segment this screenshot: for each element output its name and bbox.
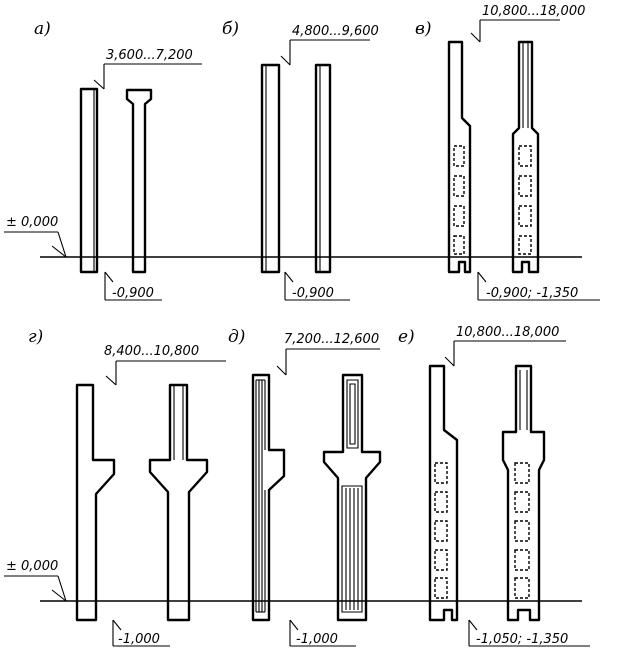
column-b-front-view: [314, 63, 332, 274]
column-e-side-view: [428, 364, 459, 622]
column-d-front-view: [322, 373, 382, 622]
top-mark-e: 10,800...18,000: [444, 325, 566, 367]
column-e-front-view: [501, 364, 546, 622]
bottom-mark-e: -1,050; -1,350: [468, 619, 590, 647]
panel-d: д) 7,200...12,600: [228, 327, 382, 647]
bottom-mark-a-label: -0,900: [112, 286, 154, 301]
bottom-mark-e-label: -1,050; -1,350: [476, 632, 568, 647]
bottom-mark-b: -0,900: [284, 271, 350, 301]
top-mark-v: 10,800...18,000: [470, 4, 585, 43]
panel-a: а) 3,600...7,200 -0,900: [34, 19, 202, 301]
ground-level-label-top: ± 0,000: [6, 215, 58, 230]
bottom-mark-g: -1,000: [112, 619, 170, 647]
ground-level-marker-top: ± 0,000: [4, 215, 67, 258]
bottom-mark-d-label: -1,000: [296, 632, 338, 647]
bottom-mark-b-label: -0,900: [292, 286, 334, 301]
column-d-side-view: [251, 373, 286, 622]
top-mark-b-label: 4,800...9,600: [292, 24, 379, 39]
panel-e: е) 10,800...18,000: [398, 325, 590, 647]
panel-b: б) 4,800...9,600 -0,900: [222, 19, 379, 301]
bottom-mark-g-label: -1,000: [118, 632, 160, 647]
panel-v: в) 10,800...18,000: [415, 4, 600, 301]
column-v-front-view: [511, 40, 540, 274]
top-mark-g-label: 8,400...10,800: [104, 344, 199, 359]
column-a-side-view: [79, 87, 99, 274]
panel-a-letter: а): [34, 19, 51, 39]
panel-d-letter: д): [228, 327, 245, 347]
panel-g: г) 8,400...10,800 -1,000: [28, 327, 226, 647]
bottom-mark-v-label: -0,900; -1,350: [486, 286, 578, 301]
bottom-mark-v: -0,900; -1,350: [477, 271, 600, 301]
top-mark-a-label: 3,600...7,200: [106, 48, 193, 63]
top-mark-b: 4,800...9,600: [280, 24, 379, 66]
top-mark-e-label: 10,800...18,000: [456, 325, 559, 340]
top-mark-g: 8,400...10,800: [104, 344, 226, 386]
top-mark-d: 7,200...12,600: [276, 332, 380, 376]
top-mark-v-label: 10,800...18,000: [482, 4, 585, 19]
top-mark-d-label: 7,200...12,600: [284, 332, 379, 347]
panel-b-letter: б): [222, 19, 239, 39]
panel-e-letter: е): [398, 327, 415, 347]
column-b-side-view: [260, 63, 281, 274]
column-g-front-view: [148, 383, 209, 622]
panel-g-letter: г): [28, 327, 43, 347]
column-a-front-view: [125, 88, 153, 274]
ground-level-marker-bottom: ± 0,000: [4, 559, 67, 602]
column-g-side-view: [75, 383, 116, 622]
panel-v-letter: в): [415, 19, 432, 39]
ground-level-label-bottom: ± 0,000: [6, 559, 58, 574]
bottom-mark-d: -1,000: [289, 619, 356, 647]
top-mark-a: 3,600...7,200: [93, 48, 202, 90]
bottom-mark-a: -0,900: [104, 271, 162, 301]
column-v-side-view: [447, 40, 472, 274]
